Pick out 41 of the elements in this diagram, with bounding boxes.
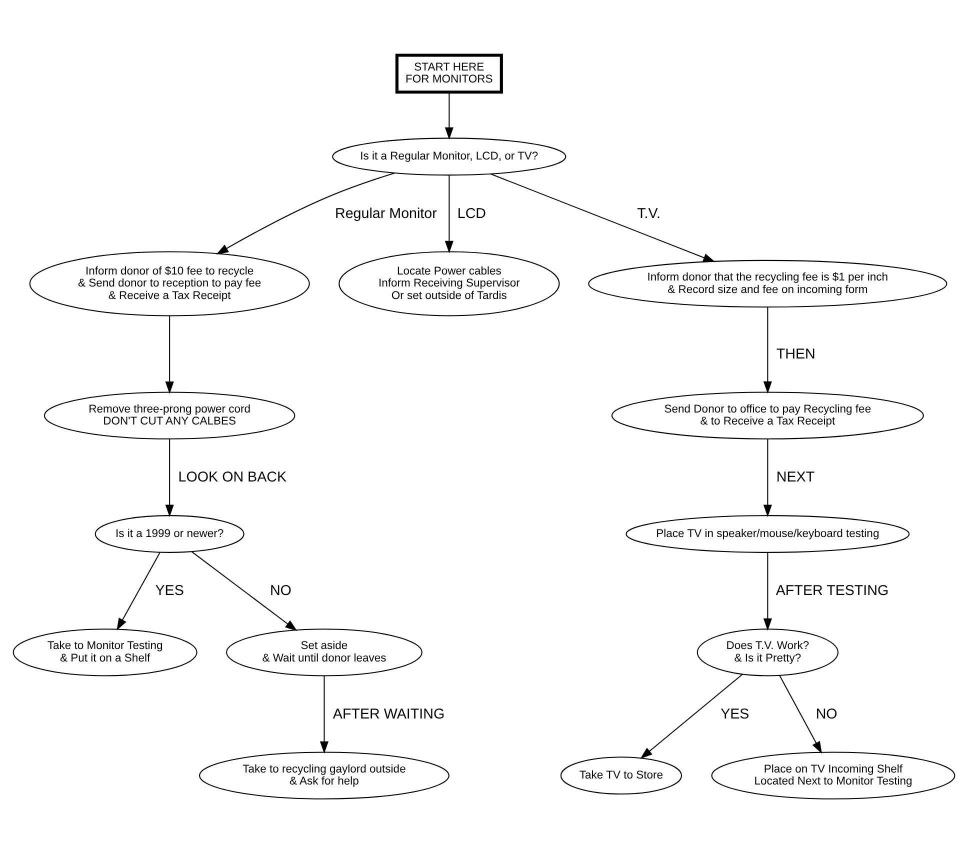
arrow bbox=[444, 92, 453, 140]
node-ellipse: Place on TV Incoming Shelf Located Next to Monitor Testing bbox=[710, 751, 955, 799]
arrow bbox=[762, 306, 772, 394]
edge-label: NEXT bbox=[776, 468, 814, 485]
node-ellipse: Locate Power cables Inform Receiving Supervisor Or set outside of Tardis bbox=[338, 250, 560, 316]
edge-label: THEN bbox=[776, 346, 815, 362]
arrow bbox=[762, 552, 772, 630]
node-ellipse: Inform donor that the recycling fee is $1 per inch & Record size and fee on incoming form bbox=[588, 259, 947, 308]
edge-label: YES bbox=[720, 706, 749, 722]
edge-label: LOOK ON BACK bbox=[178, 468, 286, 485]
arrow bbox=[778, 674, 822, 754]
node-ellipse: Is it a 1999 or newer? bbox=[94, 514, 244, 552]
edge-label: NO bbox=[269, 582, 291, 599]
edge-label: Regular Monitor bbox=[334, 205, 436, 222]
arrow bbox=[762, 438, 772, 517]
arrow bbox=[490, 172, 715, 262]
node-ellipse: Is it a Regular Monitor, LCD, or TV? bbox=[332, 137, 566, 176]
arrow bbox=[116, 552, 160, 630]
node-ellipse: Set aside & Wait until donor leaves bbox=[226, 628, 422, 676]
edge-label: LCD bbox=[456, 205, 486, 222]
arrow bbox=[164, 315, 174, 394]
arrow bbox=[216, 172, 395, 254]
edge-label: AFTER WAITING bbox=[332, 706, 444, 722]
edge-label: T.V. bbox=[636, 205, 660, 222]
edge-label: AFTER TESTING bbox=[775, 582, 888, 599]
node-ellipse: Take TV to Store bbox=[560, 756, 682, 794]
arrow bbox=[164, 438, 174, 517]
edge-label: NO bbox=[815, 706, 837, 722]
arrow bbox=[640, 673, 742, 758]
node-ellipse: Place TV in speaker/mouse/keyboard testing bbox=[625, 514, 910, 552]
node-ellipse: Remove three-prong power cord DON'T CUT ANY CALBES bbox=[43, 391, 295, 439]
node-ellipse: Take to Monitor Testing & Put it on a Shelf bbox=[12, 628, 197, 676]
node-ellipse: Does T.V. Work? & Is it Pretty? bbox=[696, 628, 838, 676]
node-box: START HERE FOR MONITORS bbox=[394, 53, 502, 94]
node-ellipse: Inform donor of $10 fee to recycle & Send donor to reception to pay fee & Receive a Tax Receipt bbox=[28, 250, 310, 316]
node-ellipse: Send Donor to office to pay Recycling fee & to Receive a Tax Receipt bbox=[610, 391, 924, 439]
edge-label: YES bbox=[154, 582, 184, 599]
arrow bbox=[444, 174, 453, 253]
arrow bbox=[319, 675, 328, 754]
arrow bbox=[190, 550, 297, 631]
node-ellipse: Take to recycling gaylord outside & Ask for help bbox=[198, 751, 449, 799]
